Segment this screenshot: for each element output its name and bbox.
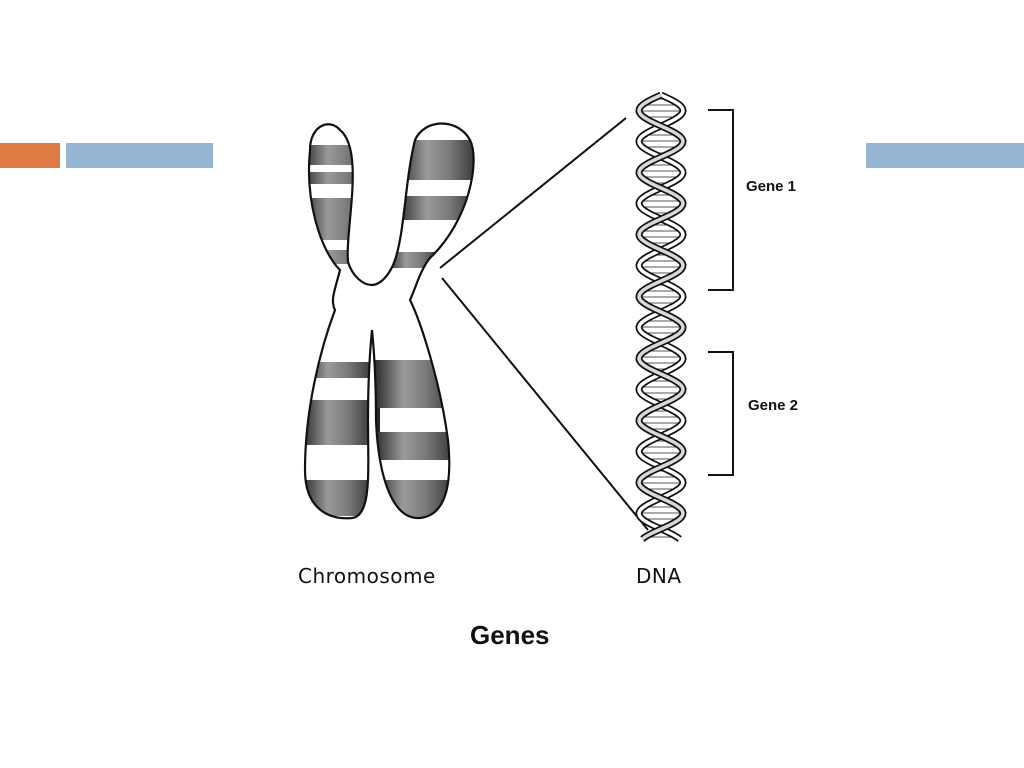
gene-1-bracket [708, 109, 734, 291]
gene-1-label: Gene 1 [746, 178, 797, 195]
chromosome-label: Chromosome [298, 564, 436, 588]
dna-label: DNA [636, 564, 682, 588]
accent-bar-blue-left [66, 143, 213, 168]
chromosome-icon [303, 122, 475, 520]
accent-bar-orange [0, 143, 60, 168]
gene-2-bracket [708, 351, 734, 476]
diagram-title: Genes [470, 620, 550, 650]
dna-helix-icon [635, 91, 687, 542]
dna-backbone-fill-1 [637, 93, 685, 541]
accent-bar-blue-right [866, 143, 1024, 168]
gene-2-label: Gene 2 [748, 397, 799, 414]
zoom-lines [439, 117, 649, 531]
dna-backbone-fill-2 [637, 93, 685, 541]
